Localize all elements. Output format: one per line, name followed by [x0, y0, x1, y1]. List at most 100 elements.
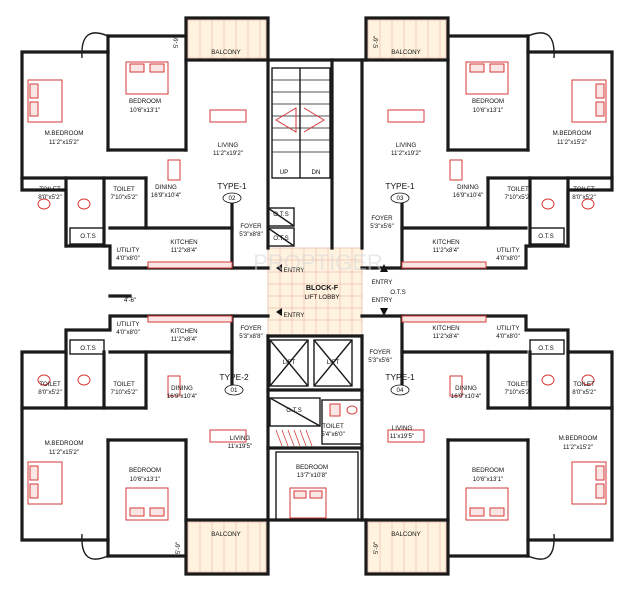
- core-ots-bottom: O.T.S: [269, 397, 321, 447]
- room-size: 10'6"x13'1": [473, 476, 504, 483]
- unit-ots-boxes: [69, 227, 565, 355]
- stair-down-label: DN: [312, 169, 321, 176]
- balcony-size: 5'-9": [175, 542, 182, 554]
- ots-label: O.T.S: [286, 407, 301, 414]
- room-size: 11'2"x15'2": [49, 139, 79, 146]
- room-size: 5'3"x8'8": [239, 333, 263, 340]
- balcony-label: BALCONY: [391, 49, 421, 56]
- ots-label: O.T.S: [80, 345, 95, 352]
- room-size: 8'0"x5'2": [572, 389, 596, 396]
- room-size: 11'x19'5": [228, 443, 252, 450]
- room-size: 11'2"x19'2": [213, 150, 243, 157]
- room-label: LIVING: [392, 425, 412, 432]
- ots-label: O.T.S: [390, 289, 405, 296]
- room-label: UTILITY: [116, 321, 139, 328]
- room-label: TOILET: [507, 186, 529, 193]
- lift-right: LIFT: [313, 339, 353, 387]
- room-size: 13'7"x10'8": [297, 472, 328, 479]
- entry-label: ENTRY: [284, 267, 305, 274]
- room-label: M.BEDROOM: [45, 130, 84, 137]
- room-size: 16'9"x10'4": [453, 192, 484, 199]
- ots-label: O.T.S: [273, 235, 288, 242]
- furniture: [27, 61, 607, 521]
- unit-number: 03: [397, 195, 404, 202]
- room-size: 11'2"x8'4": [171, 247, 198, 254]
- room-label: BEDROOM: [472, 98, 504, 105]
- entry-label: ENTRY: [372, 279, 393, 286]
- room-label: TOILET: [113, 186, 135, 193]
- room-size: 4'0"x8'0": [116, 329, 140, 336]
- room-size: 11'x19'5": [390, 433, 414, 440]
- room-size: 11'2"x15'2": [49, 449, 79, 456]
- balcony-size: 5'-9": [173, 36, 180, 48]
- room-size: 7'10"x5'2": [110, 194, 137, 201]
- room-label: TOILET: [573, 186, 595, 193]
- entry-label: ENTRY: [284, 312, 305, 319]
- room-size: 4'0"x8'0": [496, 255, 520, 262]
- entry-markers: ENTRY ENTRY ENTRY ENTRY O.T.S: [276, 264, 406, 319]
- room-size: 7'10"x5'2": [504, 194, 531, 201]
- room-size: 11'2"x15'2": [557, 139, 587, 146]
- unit-04: UTILITY 4'0"x8'0" KITCHEN 11'2"x8'4" FOY…: [368, 325, 597, 554]
- core-lobby: [267, 247, 363, 337]
- room-size: 4'0"x8'0": [116, 255, 140, 262]
- room-size: 16'9"x10'4": [167, 393, 198, 400]
- room-size: 7'10"x5'2": [504, 389, 531, 396]
- room-size: 8'0"x5'2": [38, 194, 62, 201]
- lobby-tile-grid: [268, 248, 362, 336]
- room-label: UTILITY: [116, 247, 139, 254]
- core-ots-top: O.T.S O.T.S: [267, 207, 295, 247]
- room-size: 8'0"x5'2": [572, 194, 596, 201]
- entry-label: ENTRY: [372, 297, 393, 304]
- room-label: UTILITY: [496, 325, 519, 332]
- room-label: TOILET: [39, 186, 61, 193]
- unit-type: TYPE-1: [217, 181, 247, 191]
- room-label: FOYER: [369, 349, 391, 356]
- balcony-size: 5'-9": [373, 36, 380, 48]
- watermark: PROPTIGER: [253, 250, 383, 275]
- ots-label: O.T.S: [538, 233, 553, 240]
- room-size: 5'3"x5'6": [370, 223, 394, 230]
- stair-up-label: UP: [280, 169, 289, 176]
- ots-label: O.T.S: [273, 211, 288, 218]
- room-label: KITCHEN: [170, 328, 197, 335]
- room-size: 4'0"x8'0": [496, 333, 520, 340]
- ots-label: O.T.S: [538, 345, 553, 352]
- lift-label: LIFT: [327, 359, 340, 366]
- lift-label: LIFT: [283, 359, 296, 366]
- balcony-size: 5'-9": [373, 542, 380, 554]
- lift-lobby-label: LIFT LOBBY: [305, 294, 340, 301]
- room-label: BEDROOM: [129, 467, 161, 474]
- room-size: 11'2"x8'4": [433, 333, 460, 340]
- room-size: 5'3"x8'8": [239, 231, 263, 238]
- block-name: BLOCK-F: [306, 283, 339, 292]
- room-label: KITCHEN: [170, 239, 197, 246]
- room-label: DINING: [455, 385, 477, 392]
- unit-02: BALCONY 5'-9" BEDROOM 10'6"x13'1" M.BEDR…: [38, 36, 263, 262]
- balcony-label: BALCONY: [211, 531, 241, 538]
- bay-arcs: [81, 32, 555, 560]
- room-label: FOYER: [371, 215, 393, 222]
- room-size: 11'2"x15'2": [563, 444, 593, 451]
- room-label: M.BEDROOM: [553, 130, 592, 137]
- room-label: TOILET: [507, 381, 529, 388]
- balcony-label: BALCONY: [391, 531, 421, 538]
- toilet-label: TOILET: [322, 423, 344, 430]
- unit-number: 04: [397, 387, 404, 394]
- passage-size: 4'-6": [124, 297, 136, 304]
- room-label: TOILET: [39, 381, 61, 388]
- unit-type: TYPE-1: [385, 372, 415, 382]
- room-label: M.BEDROOM: [559, 435, 598, 442]
- room-size: 7'10"x5'2": [110, 389, 137, 396]
- room-label: KITCHEN: [432, 325, 459, 332]
- room-size: 16'9"x10'4": [451, 393, 482, 400]
- room-label: FOYER: [240, 223, 262, 230]
- room-label: M.BEDROOM: [45, 440, 84, 447]
- room-label: BEDROOM: [472, 467, 504, 474]
- unit-number: 02: [229, 195, 236, 202]
- structural-walls: [20, 16, 614, 576]
- room-label: TOILET: [113, 381, 135, 388]
- unit-01: 4'-6" UTILITY 4'0"x8'0" KITCHEN 11'2"x8'…: [38, 297, 263, 554]
- room-label: BEDROOM: [296, 464, 328, 471]
- room-size: 11'2"x8'4": [171, 336, 198, 343]
